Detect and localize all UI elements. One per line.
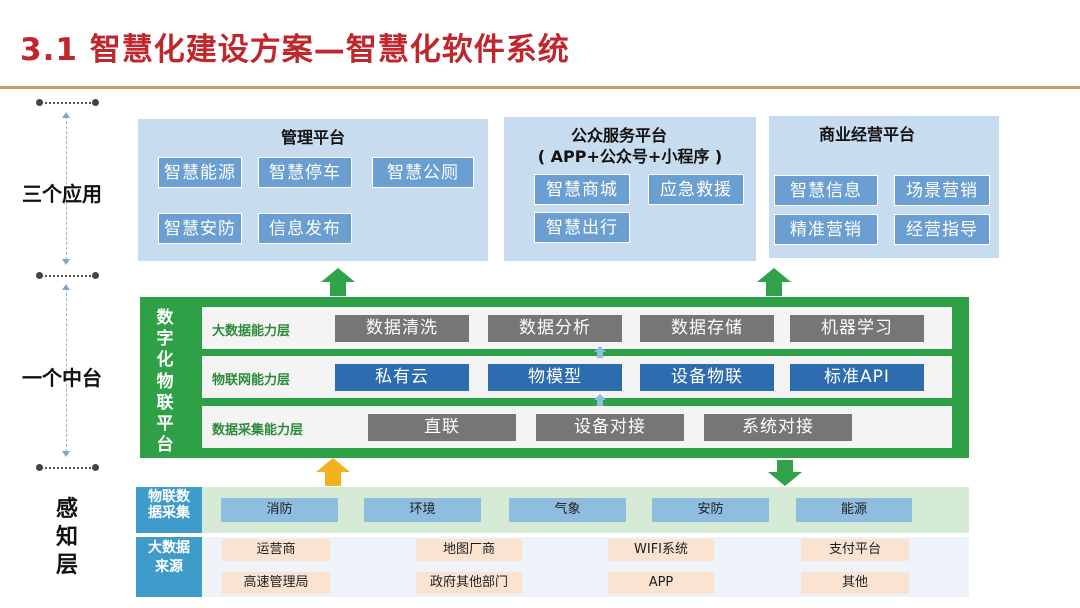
arrow-up-icon: [62, 112, 70, 118]
scale-dot: [92, 99, 99, 106]
iot-item-energy[interactable]: 能源: [796, 498, 912, 522]
app-item-toilet[interactable]: 智慧公厕: [372, 157, 474, 188]
layer-name: 数据采集能力层: [212, 423, 304, 438]
layer-label-middle: 一个中台: [22, 366, 102, 390]
scale-dot: [36, 464, 43, 471]
cap-direct-connect[interactable]: 直联: [368, 414, 516, 441]
app-item-scene-marketing[interactable]: 场景营销: [894, 175, 990, 206]
green-arrow-down-icon: [768, 460, 802, 486]
iot-item-environment[interactable]: 环境: [364, 498, 481, 522]
iot-item-security[interactable]: 安防: [652, 498, 769, 522]
app-item-energy[interactable]: 智慧能源: [158, 157, 242, 188]
layer-row-bigdata: 大数据能力层 数据清洗 数据分析 数据存储 机器学习: [202, 307, 952, 349]
green-arrow-up-icon: [757, 268, 791, 296]
source-map-vendor[interactable]: 地图厂商: [416, 539, 522, 561]
app-panel-business: 商业经营平台 智慧信息 场景营销 精准营销 经营指导: [769, 116, 999, 258]
scale-tick-middle: [38, 275, 98, 277]
arrow-down-icon: [62, 259, 70, 265]
arrow-up-icon: [62, 284, 70, 290]
cap-data-analysis[interactable]: 数据分析: [488, 315, 622, 342]
cap-private-cloud[interactable]: 私有云: [335, 364, 469, 391]
source-government[interactable]: 政府其他部门: [416, 572, 522, 594]
app-item-business-guide[interactable]: 经营指导: [894, 214, 990, 245]
perception-bigdata-label: 大数据来源: [136, 537, 202, 597]
green-arrow-up-icon: [321, 268, 355, 296]
cap-device-iot[interactable]: 设备物联: [640, 364, 774, 391]
source-payment[interactable]: 支付平台: [801, 539, 909, 561]
app-item-mall[interactable]: 智慧商城: [534, 174, 630, 205]
arrow-down-icon: [62, 451, 70, 457]
source-highway[interactable]: 高速管理局: [222, 572, 330, 594]
cap-machine-learning[interactable]: 机器学习: [790, 315, 924, 342]
scale-line-apps: [66, 116, 67, 260]
app-panel-public-service: 公众服务平台 ( APP+公众号+小程序 ) 智慧商城 应急救援 智慧出行: [504, 117, 756, 261]
cap-system-docking[interactable]: 系统对接: [704, 414, 852, 441]
layer-row-collection: 数据采集能力层 直联 设备对接 系统对接: [202, 406, 952, 448]
iot-item-weather[interactable]: 气象: [509, 498, 626, 522]
layer-label-apps: 三个应用: [22, 182, 102, 206]
cap-data-cleaning[interactable]: 数据清洗: [335, 315, 469, 342]
cap-standard-api[interactable]: 标准API: [790, 364, 924, 391]
source-wifi[interactable]: WIFI系统: [608, 539, 714, 561]
source-app[interactable]: APP: [608, 572, 714, 594]
app-item-precise-marketing[interactable]: 精准营销: [774, 214, 878, 245]
small-arrow-up-icon: [594, 394, 606, 408]
scale-tick-bottom: [38, 467, 98, 469]
layer-label-perception: 感知层: [55, 497, 78, 578]
scale-line-middle: [66, 288, 67, 452]
scale-dot: [92, 464, 99, 471]
cap-device-docking[interactable]: 设备对接: [536, 414, 684, 441]
scale-tick-top: [38, 102, 98, 104]
perception-iot-label: 物联数据采集: [136, 487, 202, 533]
cap-thing-model[interactable]: 物模型: [488, 364, 622, 391]
source-other[interactable]: 其他: [801, 572, 909, 594]
layer-row-iot: 物联网能力层 私有云 物模型 设备物联 标准API: [202, 356, 952, 398]
page-title: 3.1 智慧化建设方案—智慧化软件系统: [20, 32, 570, 68]
app-item-travel[interactable]: 智慧出行: [534, 212, 630, 243]
scale-dot: [36, 99, 43, 106]
app-panel-management: 管理平台 智慧能源 智慧停车 智慧公厕 智慧安防 信息发布: [138, 119, 488, 261]
app-panel-title: 公众服务平台: [570, 126, 667, 145]
app-panel-subtitle: ( APP+公众号+小程序 ): [537, 147, 723, 166]
source-operator[interactable]: 运营商: [222, 539, 330, 561]
layer-name: 物联网能力层: [212, 373, 291, 388]
title-divider: [0, 86, 1080, 89]
app-item-security[interactable]: 智慧安防: [158, 213, 242, 244]
scale-dot: [92, 272, 99, 279]
app-item-rescue[interactable]: 应急救援: [648, 174, 744, 205]
iot-item-fire[interactable]: 消防: [221, 498, 338, 522]
cap-data-storage[interactable]: 数据存储: [640, 315, 774, 342]
scale-dot: [36, 272, 43, 279]
app-panel-title: 商业经营平台: [819, 125, 916, 144]
app-item-smart-info[interactable]: 智慧信息: [774, 175, 878, 206]
app-item-parking[interactable]: 智慧停车: [258, 157, 352, 188]
gold-arrow-up-icon: [316, 458, 350, 486]
app-item-info-release[interactable]: 信息发布: [258, 213, 352, 244]
layer-name: 大数据能力层: [212, 324, 291, 339]
app-panel-title: 管理平台: [280, 128, 345, 147]
platform-label: 数字化物联平台: [156, 308, 174, 456]
small-arrow-up-icon: [594, 346, 606, 358]
